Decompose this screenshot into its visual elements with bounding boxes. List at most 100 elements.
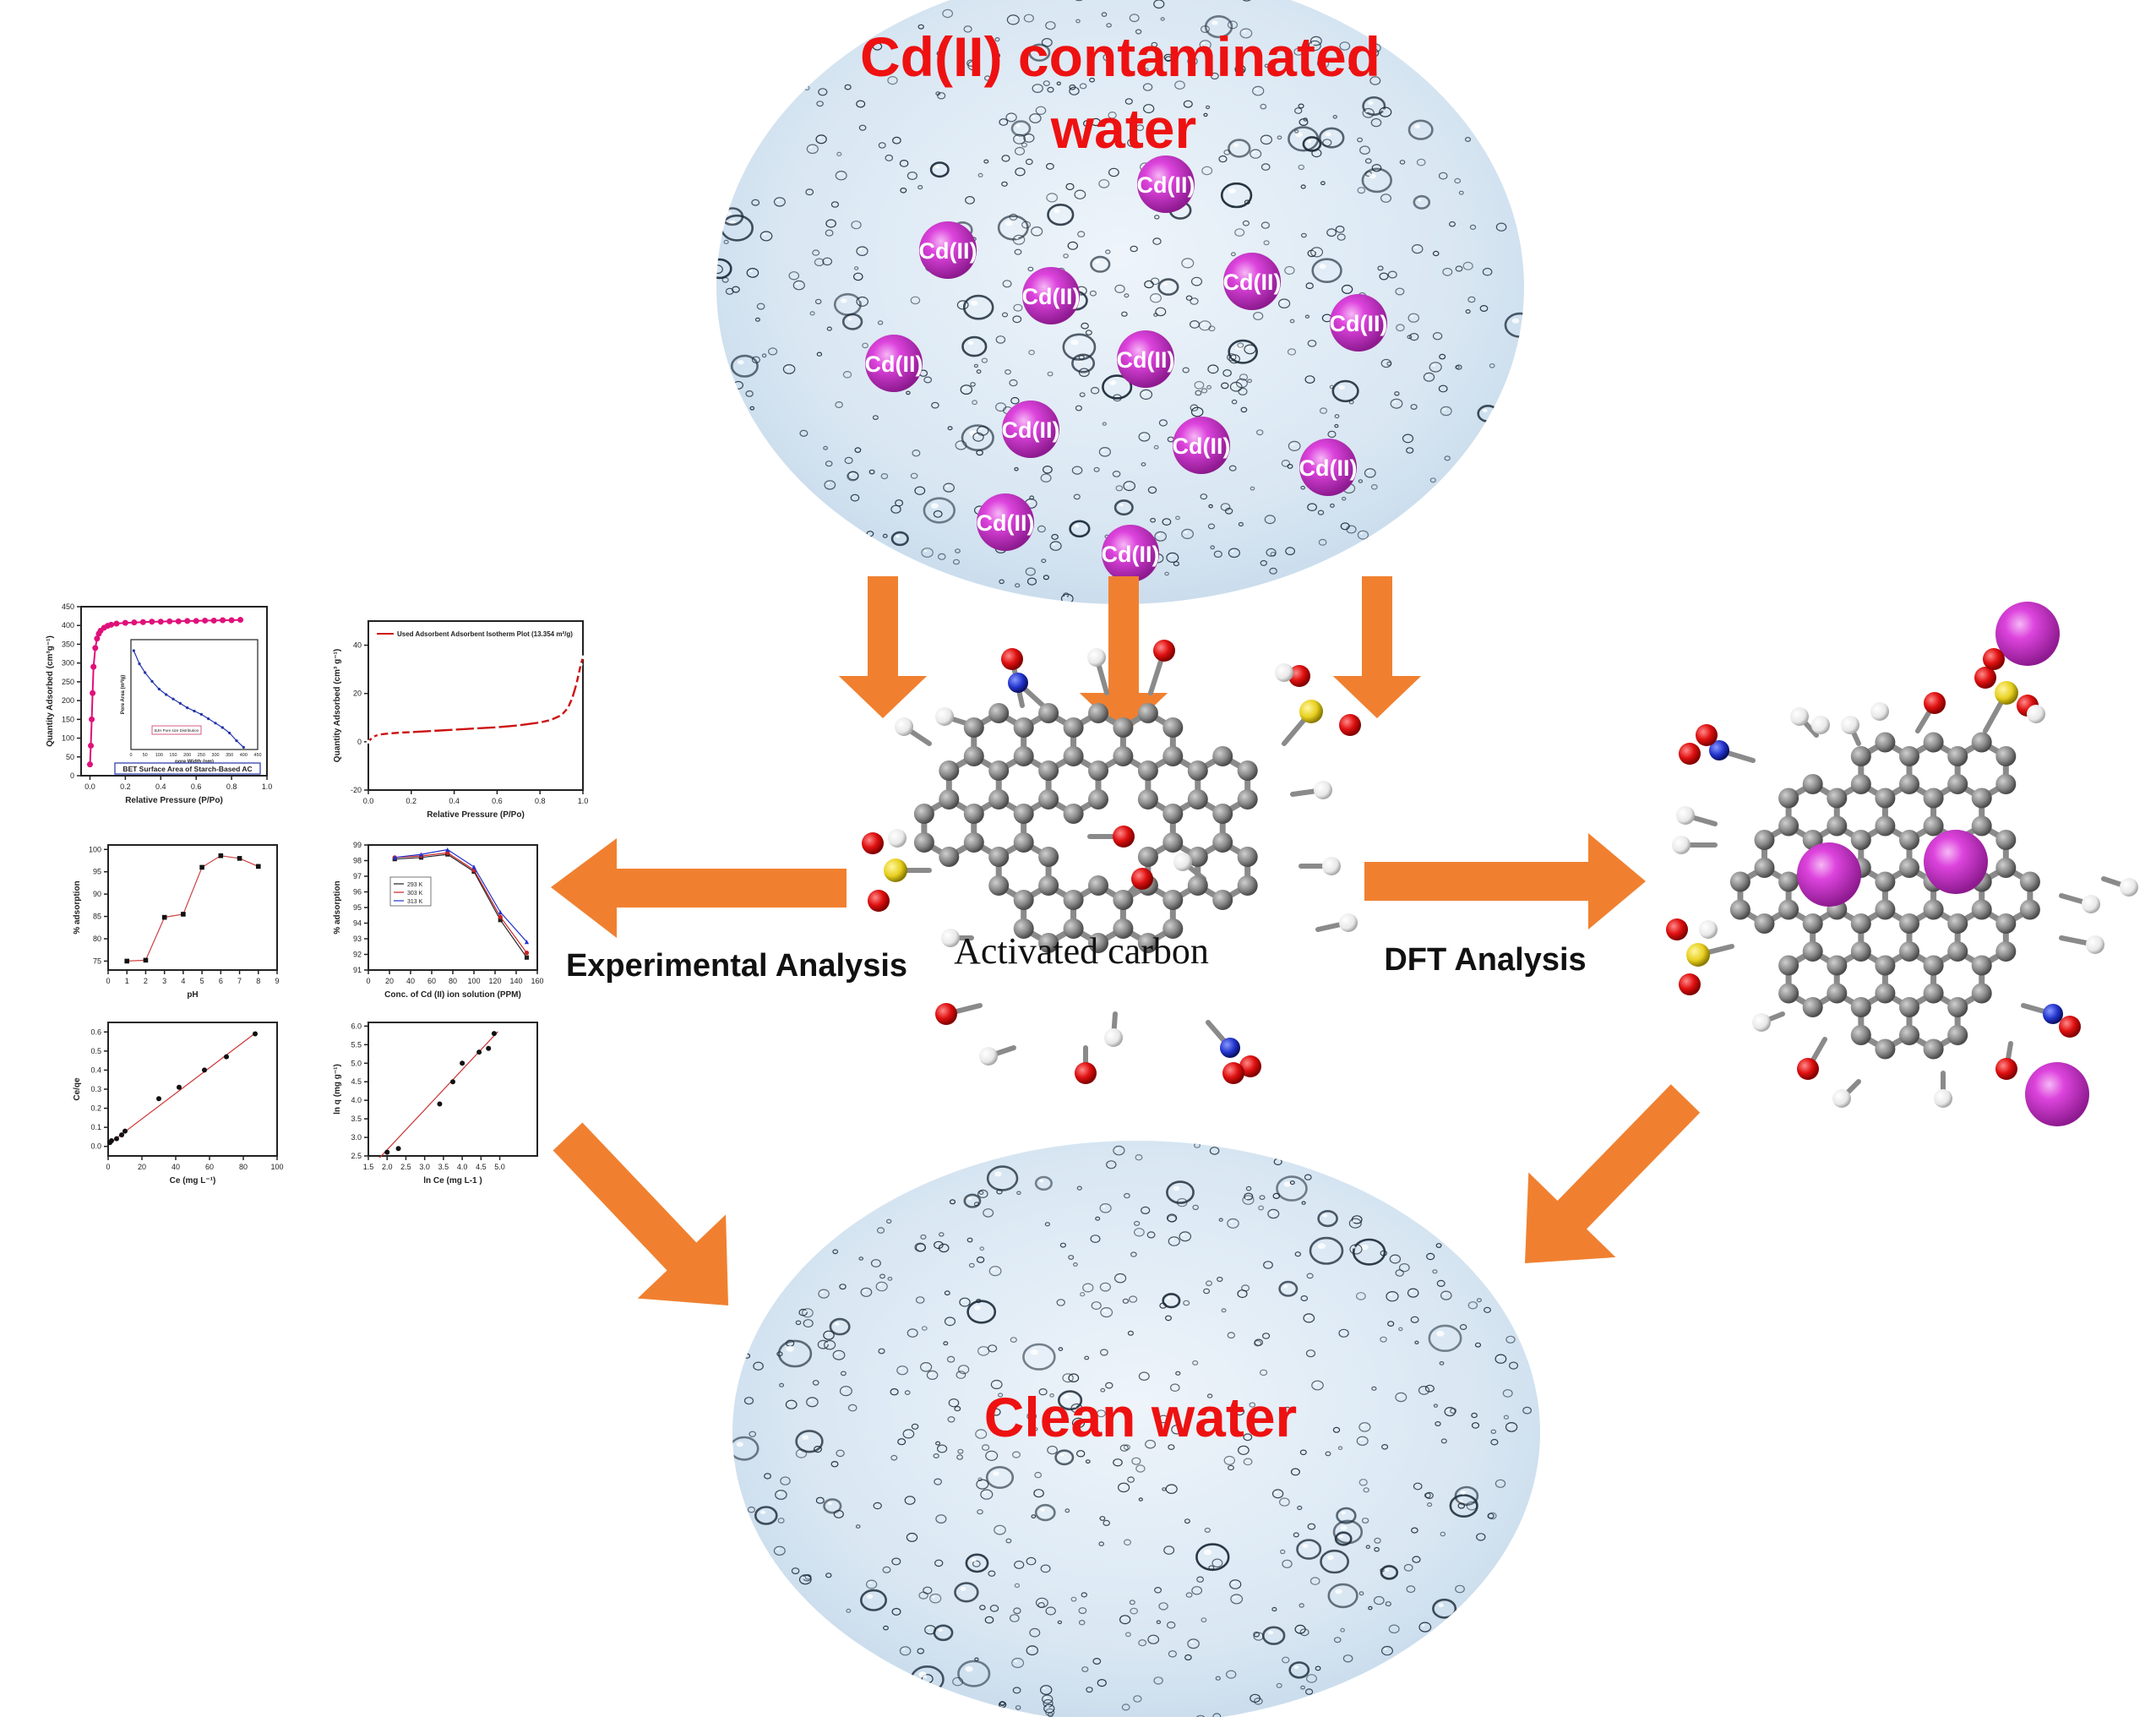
water-droplet (1358, 1422, 1371, 1432)
water-droplet (956, 300, 969, 310)
water-droplet (858, 124, 867, 131)
water-droplet (823, 445, 828, 450)
x-tick-label: 3.5 (438, 1163, 449, 1171)
carbon-atom (1162, 804, 1184, 824)
carbon-atom (1971, 732, 1992, 753)
water-droplet (1407, 313, 1420, 323)
activated-carbon-molecule (862, 640, 1361, 1084)
water-droplet (1113, 394, 1122, 402)
water-droplet (1337, 233, 1346, 241)
water-droplet (1357, 137, 1363, 143)
y-tick-label: -20 (351, 786, 362, 794)
droplet-highlight (1313, 38, 1316, 41)
water-droplet (1458, 190, 1464, 195)
water-droplet (947, 1416, 956, 1423)
x-tick-label: 0.4 (155, 782, 166, 791)
water-droplet (1331, 379, 1359, 403)
water-droplet (795, 1320, 802, 1326)
water-droplet (1361, 167, 1393, 194)
water-droplet (1402, 433, 1414, 444)
carbon-atom (1754, 913, 1775, 934)
water-droplet (935, 1514, 947, 1523)
water-droplet (935, 1441, 941, 1446)
water-droplet (986, 1165, 1019, 1191)
water-droplet (1026, 1556, 1037, 1566)
water-droplet (1303, 1313, 1315, 1323)
water-droplet (1119, 1615, 1131, 1625)
water-droplet (1147, 486, 1157, 494)
water-droplet (984, 75, 991, 81)
water-droplet (1412, 1556, 1421, 1563)
water-droplet (1184, 1518, 1190, 1524)
carbon-atom (1162, 918, 1184, 939)
water-droplet (1082, 120, 1092, 128)
water-droplet (1410, 1316, 1419, 1323)
water-droplet (1438, 172, 1448, 180)
water-droplet (1374, 1546, 1380, 1552)
water-droplet (1145, 1439, 1157, 1449)
droplet-highlight (923, 1364, 926, 1367)
bet-point (220, 617, 226, 624)
droplet-highlight (1389, 1293, 1392, 1296)
water-droplet (976, 1479, 989, 1490)
atom (1699, 920, 1718, 939)
carbon-atom (1923, 955, 1944, 976)
bet-point (88, 742, 95, 749)
droplet-highlight (1341, 1511, 1346, 1515)
water-droplet (1222, 369, 1232, 377)
used-point (574, 682, 579, 686)
water-droplet (1102, 53, 1113, 62)
x-tick-label: 5.0 (494, 1163, 505, 1171)
carbon-atom (1137, 789, 1158, 809)
down-arrow (838, 576, 928, 718)
x-tick-label: 2 (144, 977, 148, 985)
water-droplet (846, 1608, 852, 1613)
water-droplet (1157, 278, 1179, 296)
water-droplet (854, 447, 862, 453)
droplet-highlight (1246, 346, 1250, 349)
water-droplet (1361, 1518, 1369, 1523)
atom (935, 1003, 957, 1025)
water-droplet (1332, 1426, 1341, 1433)
cd-ion-sphere (1173, 417, 1230, 474)
water-droplet (1466, 1501, 1478, 1511)
water-droplet (1075, 19, 1081, 24)
water-droplet (1464, 137, 1472, 143)
conc-point (418, 852, 424, 857)
used-point (576, 672, 581, 677)
droplet-highlight (1228, 188, 1236, 194)
cd-ion-sphere (1223, 253, 1281, 310)
water-droplet (1399, 160, 1406, 165)
water-droplet (1135, 124, 1145, 132)
water-droplet (873, 1502, 882, 1510)
water-droplet (862, 342, 868, 349)
water-droplet (1075, 1450, 1086, 1458)
water-droplet (1356, 1436, 1369, 1447)
droplet-highlight (988, 1453, 992, 1455)
droplet-highlight (1443, 408, 1446, 411)
carbon-atom (963, 717, 984, 738)
x-tick-label: 120 (488, 977, 501, 985)
freundlich-point (450, 1079, 455, 1085)
droplet-highlight (1320, 61, 1323, 63)
water-droplet (1105, 1382, 1113, 1389)
fit-line (107, 1031, 258, 1145)
water-droplet (1395, 1392, 1407, 1403)
water-droplet (1329, 384, 1335, 390)
atom (1239, 1055, 1261, 1077)
water-droplet (852, 272, 863, 281)
water-droplet (1163, 1545, 1175, 1555)
water-droplet (1334, 423, 1339, 428)
water-droplet (1386, 361, 1392, 366)
water-droplet (1210, 545, 1216, 550)
water-droplet (1242, 220, 1250, 226)
ph-point (161, 914, 167, 920)
droplet-highlight (967, 341, 974, 346)
water-droplet (1047, 86, 1054, 93)
water-droplet (1081, 322, 1089, 330)
water-droplet (780, 1476, 791, 1485)
droplet-highlight (1126, 482, 1130, 486)
cd-ion-sphere (977, 493, 1034, 551)
water-droplet (980, 1489, 994, 1500)
water-droplet (1319, 407, 1328, 414)
